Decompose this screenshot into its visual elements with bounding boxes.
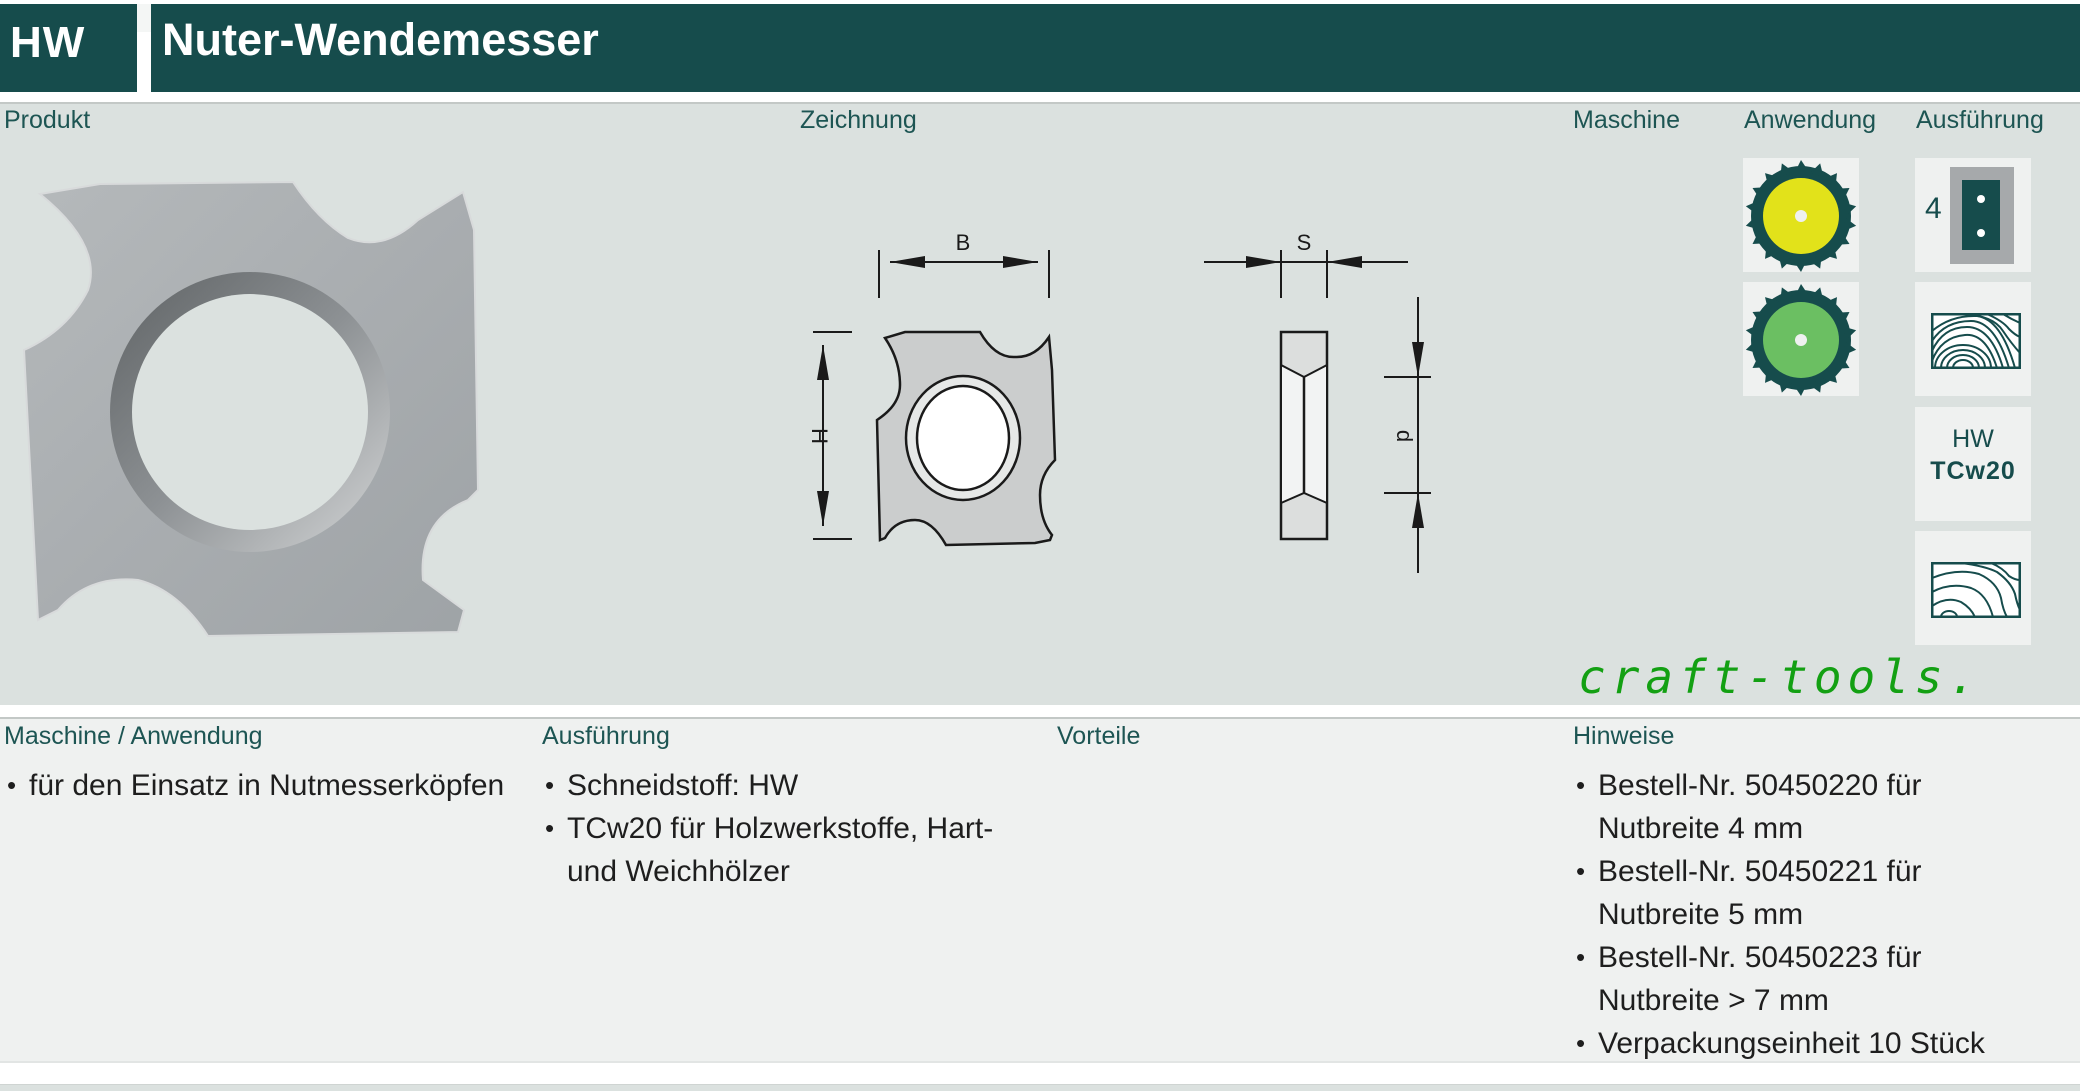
ausfuehrung-icon-box-2 [1915, 282, 2031, 396]
wood-grain-coarse-icon [1931, 562, 2021, 618]
svg-text:d: d [1392, 430, 1417, 442]
list-item: Bestell-Nr. 50450221 für Nutbreite 5 mm [1576, 850, 1996, 936]
header-separator-top [137, 4, 151, 32]
svg-text:B: B [956, 230, 971, 255]
cutter-count-icon [1950, 167, 2014, 264]
list-item: Bestell-Nr. 50450223 für Nutbreite > 7 m… [1576, 936, 1996, 1022]
dimension-drawing-icon: B S H d [807, 230, 1431, 573]
label-ausfuehrung: Ausführung [1916, 106, 2044, 134]
saw-blade-yellow-icon [1745, 160, 1857, 272]
list-item: Verpackungseinheit 10 Stück [1576, 1022, 1996, 1065]
ausfuehrung-list: Schneidstoff: HW TCw20 für Holzwerkstoff… [545, 764, 1025, 893]
ausfuehrung-icon-box-4 [1915, 531, 2031, 645]
heading-vorteile: Vorteile [1057, 722, 1141, 750]
product-code: HW [10, 18, 86, 67]
heading-hinweise: Hinweise [1573, 722, 1675, 750]
cutter-count: 4 [1925, 192, 1942, 225]
svg-text:H: H [807, 428, 832, 444]
anwendung-icon-box-2 [1743, 282, 1859, 396]
anwendung-icon-box-1 [1743, 158, 1859, 272]
heading-ausfuehrung: Ausführung [542, 722, 670, 750]
maschine-anwendung-list: für den Einsatz in Nutmesserköpfen [7, 764, 527, 807]
ausfuehrung-icon-box-1: 4 [1915, 158, 2031, 272]
footer-strip [0, 1084, 2080, 1091]
product-image [18, 170, 488, 640]
list-item: Bestell-Nr. 50450220 für Nutbreite 4 mm [1576, 764, 1996, 850]
technical-drawing: B S H d [800, 220, 1460, 600]
label-zeichnung: Zeichnung [800, 106, 917, 134]
heading-maschine-anwendung: Maschine / Anwendung [4, 722, 263, 750]
list-item: TCw20 für Holzwerkstoffe, Hart- und Weic… [545, 807, 1025, 893]
hinweise-list: Bestell-Nr. 50450220 für Nutbreite 4 mm … [1576, 764, 1996, 1065]
svg-text:S: S [1297, 230, 1312, 255]
material-grade-line1: HW [1952, 425, 1994, 453]
header-code-block [0, 4, 137, 92]
wood-grain-fine-icon [1931, 313, 2021, 369]
label-produkt: Produkt [4, 106, 91, 134]
label-anwendung: Anwendung [1744, 106, 1877, 134]
page-title: Nuter-Wendemesser [162, 14, 599, 65]
saw-blade-green-icon [1745, 284, 1857, 396]
reversible-knife-photo-icon [22, 180, 480, 638]
label-maschine: Maschine [1573, 106, 1680, 134]
brand-logo: craft-tools. [1578, 650, 1983, 704]
header-title-block [151, 4, 2080, 92]
list-item: für den Einsatz in Nutmesserköpfen [7, 764, 527, 807]
ausfuehrung-icon-box-3: HW TCw20 [1915, 407, 2031, 521]
material-grade-line2: TCw20 [1930, 457, 2016, 485]
list-item: Schneidstoff: HW [545, 764, 1025, 807]
